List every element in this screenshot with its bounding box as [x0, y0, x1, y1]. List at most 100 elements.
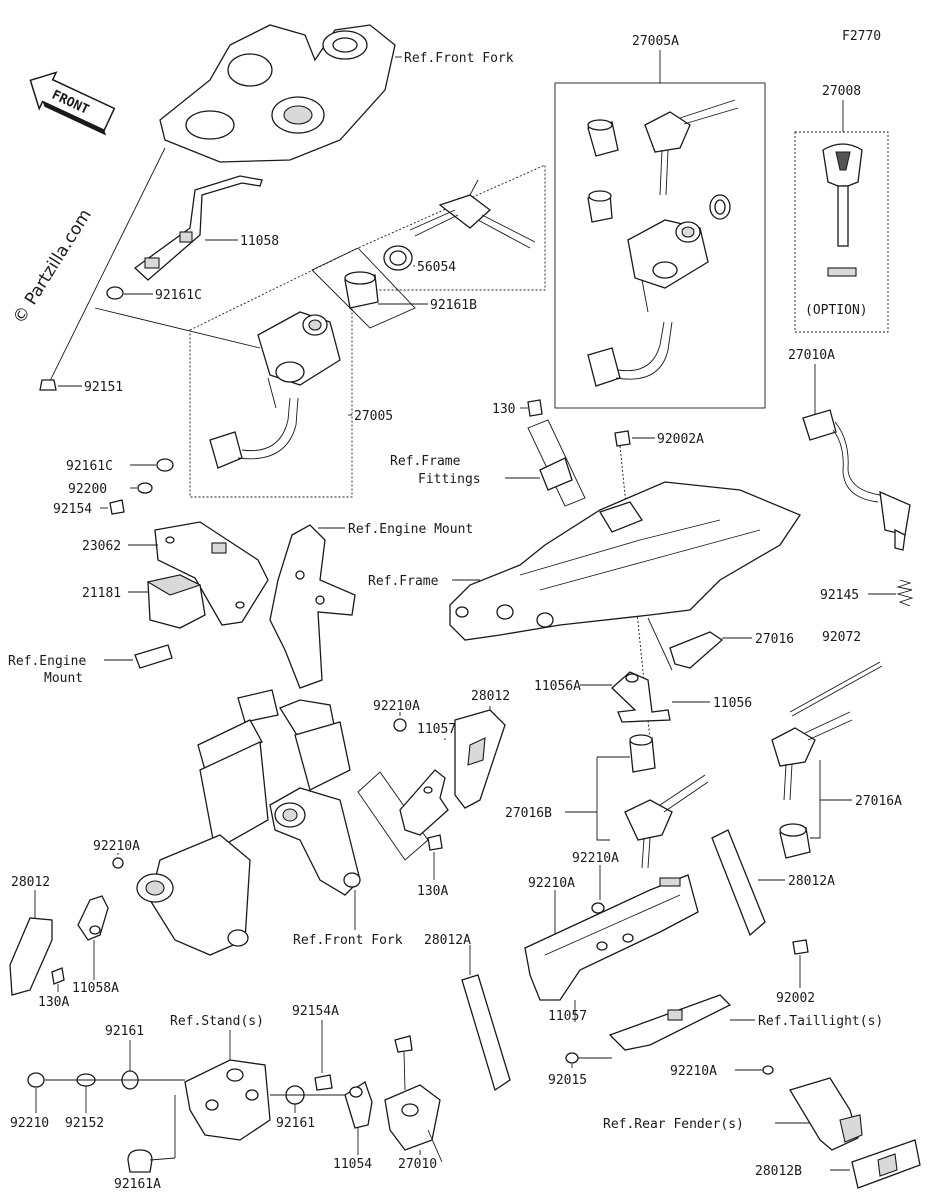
tie-92072 [789, 661, 881, 713]
label-92151: 92151 [84, 380, 123, 395]
option-box-27008 [794, 131, 889, 333]
label-28012-a: 28012 [471, 689, 510, 704]
label-92154a: 92154A [292, 1004, 339, 1019]
spring-92145 [896, 579, 914, 607]
taillight-bracket [608, 994, 732, 1051]
label-92161-b: 92161 [276, 1116, 315, 1131]
label-ref-rear-fender: Ref.Rear Fender(s) [603, 1117, 744, 1132]
stand-switch-27010 [384, 1035, 443, 1163]
label-27016b: 27016B [505, 806, 552, 821]
bolt-92154 [109, 499, 125, 515]
label-92200: 92200 [68, 482, 107, 497]
label-92210a-c: 92210A [572, 851, 619, 866]
nut-92210a-b [112, 857, 124, 869]
label-ref-engine-mount-2: Mount [44, 671, 83, 686]
nut-92210a-a [393, 718, 407, 732]
frame [449, 481, 801, 641]
label-92072: 92072 [822, 630, 861, 645]
label-ref-stand: Ref.Stand(s) [170, 1014, 264, 1029]
cap-92161a [127, 1149, 153, 1173]
label-92161c-top: 92161C [155, 288, 202, 303]
label-92210: 92210 [10, 1116, 49, 1131]
label-ref-front-fork-bottom: Ref.Front Fork [293, 933, 403, 948]
front-arrow-icon: FRONT [29, 71, 116, 136]
key-cylinder-27016b [624, 734, 709, 869]
engine-mount [269, 524, 356, 689]
label-11058a: 11058A [72, 981, 119, 996]
bolt-92151 [39, 379, 57, 391]
label-option: (OPTION) [805, 303, 868, 318]
nut-92015 [565, 1052, 579, 1064]
label-56054: 56054 [417, 260, 456, 275]
reflector-28012-b [9, 917, 53, 996]
label-92210a-b: 92210A [93, 839, 140, 854]
nut-92210 [27, 1072, 45, 1088]
bracket-11058 [133, 175, 263, 281]
label-ref-engine-mount-top: Ref.Engine Mount [348, 522, 473, 537]
frame-fitting-bracket [539, 457, 573, 491]
harness-27010a [802, 409, 911, 551]
label-28012b: 28012B [755, 1164, 802, 1179]
label-11058: 11058 [240, 234, 279, 249]
label-27016: 27016 [755, 632, 794, 647]
washer-92200 [137, 482, 153, 494]
label-92152: 92152 [65, 1116, 104, 1131]
reflector-28012a-right [711, 829, 766, 937]
label-92210a-e: 92210A [670, 1064, 717, 1079]
bracket-27016a [810, 760, 821, 839]
stand-bracket [184, 1059, 271, 1141]
label-92002: 92002 [776, 991, 815, 1006]
label-ref-front-fork-top: Ref.Front Fork [404, 51, 514, 66]
ignition-key-27005 [409, 179, 536, 249]
key-set-27016a [771, 711, 853, 859]
bolt-130 [527, 399, 543, 417]
label-11057a: 11057A [417, 722, 464, 737]
bracket-27016b [596, 757, 610, 841]
bracket-11058a [77, 895, 109, 941]
washer-92161c-top [106, 286, 124, 300]
label-27005: 27005 [354, 409, 393, 424]
label-11056: 11056 [713, 696, 752, 711]
washer-92161c-mid [156, 458, 174, 472]
reflector-28012a-left [461, 974, 511, 1092]
bolt-130a-left [51, 967, 65, 985]
cam-11054 [344, 1081, 373, 1129]
label-21181: 21181 [82, 586, 121, 601]
front-fork-lower [136, 689, 361, 956]
upper-triple-clamp [159, 24, 396, 163]
label-ref-frame: Ref.Frame [368, 574, 439, 589]
bolt-92154a [314, 1074, 333, 1091]
reflector-28012-a [454, 709, 506, 809]
label-27016a: 27016A [855, 794, 902, 809]
label-92161-a: 92161 [105, 1024, 144, 1039]
bolt-92002 [792, 939, 809, 955]
label-27010: 27010 [398, 1157, 437, 1172]
nut-92210a-e [762, 1065, 774, 1075]
label-28012a-right: 28012A [788, 874, 835, 889]
bolt-92002a [614, 430, 631, 447]
bolt-engine-mount [134, 644, 173, 669]
ignition-kit-27005a [587, 99, 739, 387]
label-130a-left: 130A [38, 995, 69, 1010]
bolt-130a-mid [427, 834, 443, 851]
label-130: 130 [492, 402, 515, 417]
rear-fender [789, 1077, 863, 1151]
label-23062: 23062 [82, 539, 121, 554]
label-92161c-mid: 92161C [66, 459, 113, 474]
ignition-switch-27005 [209, 311, 341, 469]
label-11057: 11057 [548, 1009, 587, 1024]
bracket-27016 [669, 631, 724, 669]
label-ref-taillight: Ref.Taillight(s) [758, 1014, 883, 1029]
cap-92161b [344, 271, 379, 309]
plate-23062 [154, 521, 269, 626]
group-box-27005 [189, 164, 546, 498]
key-27008 [822, 143, 863, 277]
label-27008: 27008 [822, 84, 861, 99]
label-92145: 92145 [820, 588, 859, 603]
bracket-11057a [399, 769, 449, 836]
label-92161a: 92161A [114, 1177, 161, 1192]
label-92161b: 92161B [430, 298, 477, 313]
label-27005a: 27005A [632, 34, 679, 49]
bracket-11057 [524, 874, 699, 1001]
